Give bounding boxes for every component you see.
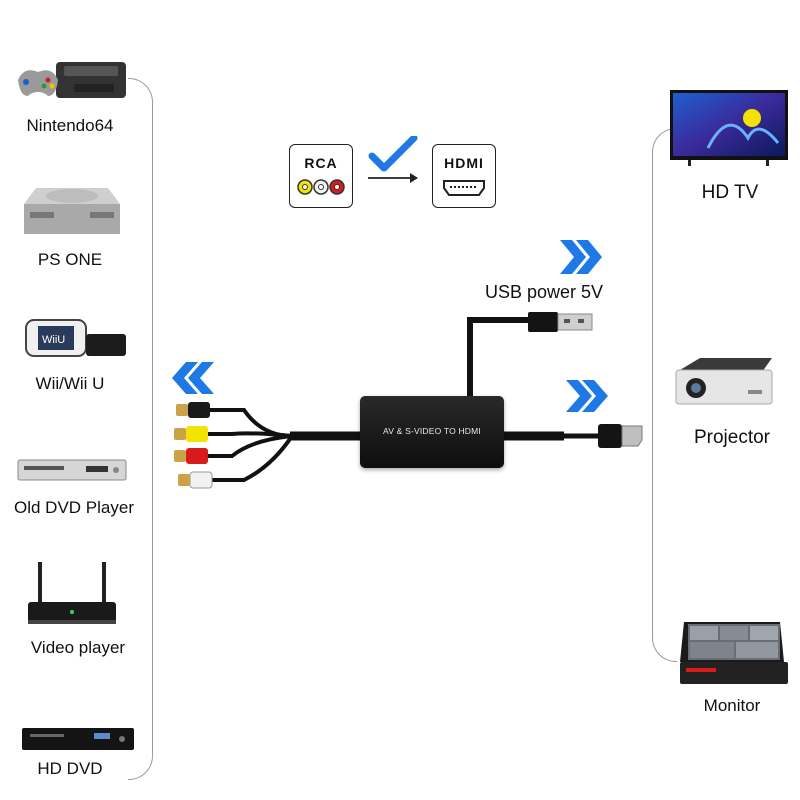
hdmi-badge: HDMI [432,144,496,208]
device-label-wii: Wii/Wii U [35,374,105,393]
device-label-hd-tv: HD TV [701,182,759,203]
rca-jacks-icon [297,179,345,195]
ps-one-console-icon [24,188,120,234]
device-label-monitor: Monitor [703,696,761,715]
device-label-ps-one: PS ONE [37,250,103,269]
wii-console-icon: WiiU [25,319,126,357]
tv-icon [670,90,788,166]
chevron-right-icon [560,240,602,274]
hdmi-label: HDMI [444,155,484,171]
device-label-old-dvd-player: Old DVD Player [14,498,134,517]
chevron-right-icon [566,380,608,412]
converter-label: AV & S-VIDEO TO HDMI [383,426,481,436]
monitor-icon [680,622,788,684]
device-label-projector: Projector [693,427,771,448]
checkmark-icon [368,136,418,172]
converter-box: AV & S-VIDEO TO HDMI [360,396,504,468]
device-label-hd-dvd: HD DVD [37,759,103,778]
projector-icon [675,358,773,405]
source-devices-bracket [128,78,153,780]
dvd-player-icon [17,459,127,481]
device-label-nintendo64: Nintendo64 [26,116,114,135]
hd-dvd-player-icon [22,728,134,750]
game-console-icon [18,62,126,98]
svg-text:WiiU: WiiU [42,334,65,346]
arrow-right-icon [368,173,418,183]
hdmi-port-icon [443,180,485,196]
device-label-video-player: Video player [30,638,126,657]
rca-label: RCA [304,155,338,171]
chevron-left-icon [172,362,214,394]
usb-power-label: USB power 5V [484,282,604,302]
rca-badge: RCA [289,144,353,208]
cable-diagram [174,312,643,489]
video-player-icon [28,562,116,624]
